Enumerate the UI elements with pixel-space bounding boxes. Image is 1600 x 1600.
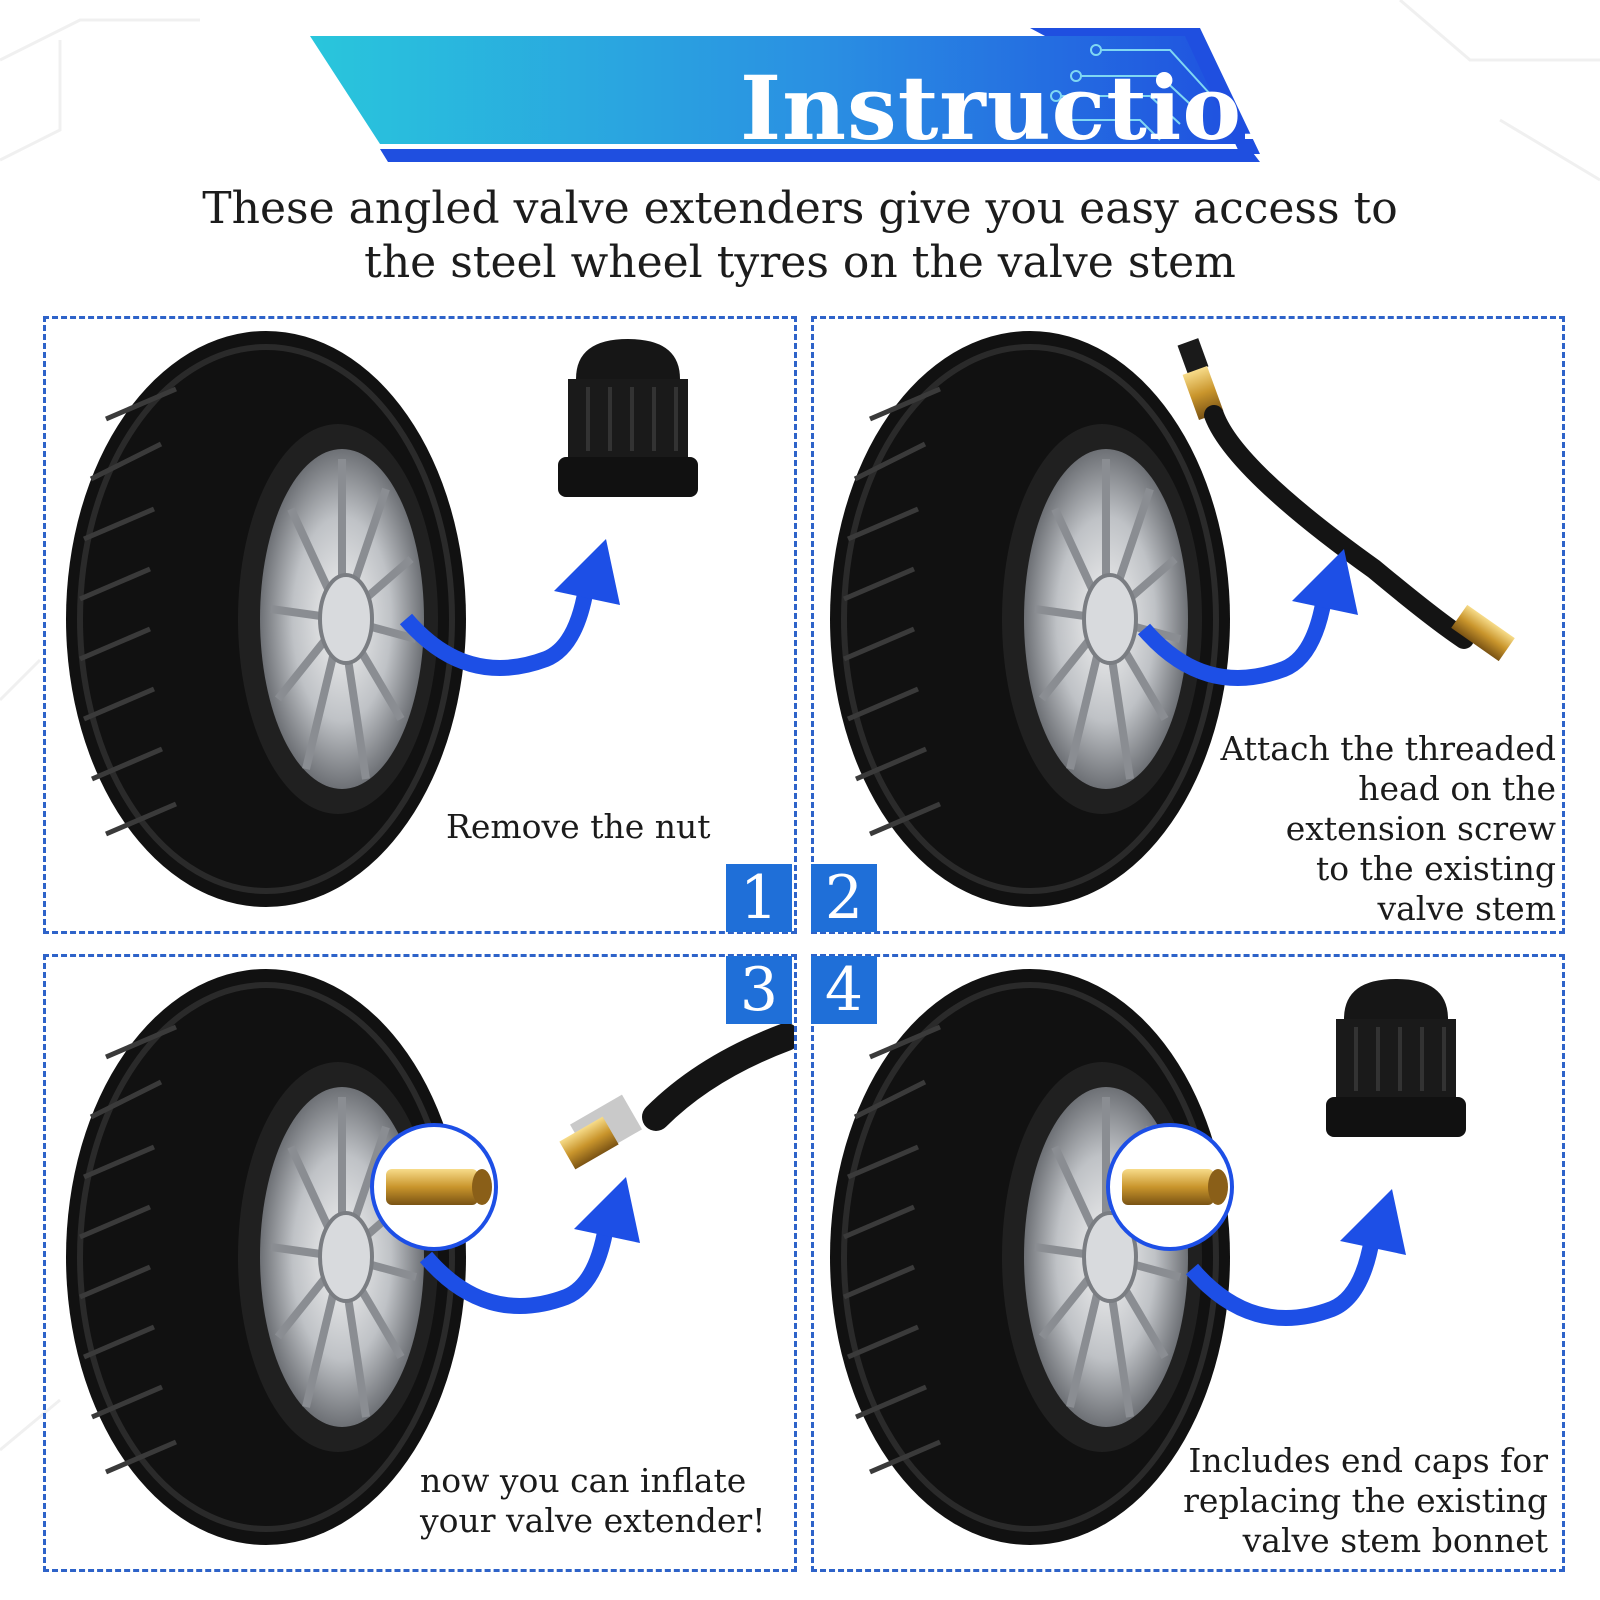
- circuit-decoration: [1050, 44, 1211, 141]
- caption-line: Remove the nut: [446, 807, 711, 846]
- tyre-wheel: [830, 331, 1230, 907]
- subtitle-line: the steel wheel tyres on the valve stem: [364, 237, 1236, 288]
- step-panel-3: now you can inflate your valve extender!: [43, 954, 797, 1572]
- subtitle-line: These angled valve extenders give you ea…: [202, 183, 1398, 234]
- step-number-badge: 1: [726, 864, 792, 932]
- caption-line: Attach the threaded: [1220, 729, 1556, 768]
- step-number-badge: 2: [811, 864, 877, 932]
- step-4-illustration: [814, 957, 1468, 1569]
- caption-line: valve stem bonnet: [1242, 1521, 1548, 1560]
- page-subtitle: These angled valve extenders give you ea…: [100, 182, 1500, 290]
- valve-cap: [1324, 977, 1468, 1139]
- valve-extender-hose: [1177, 338, 1515, 662]
- caption-line: now you can inflate: [420, 1461, 747, 1500]
- step-panel-4: Includes end caps for replacing the exis…: [811, 954, 1565, 1572]
- caption-line: replacing the existing: [1183, 1481, 1548, 1520]
- step-panel-2: Attach the threaded head on the extensio…: [811, 316, 1565, 934]
- step-panel-1: Remove the nut: [43, 316, 797, 934]
- caption-line: your valve extender!: [420, 1501, 766, 1540]
- step-2-caption: Attach the threaded head on the extensio…: [1221, 729, 1556, 929]
- step-number-badge: 4: [811, 956, 877, 1024]
- page-title: Instruction: [740, 56, 1308, 160]
- tyre-wheel: [830, 969, 1230, 1545]
- caption-line: to the existing: [1316, 849, 1556, 888]
- step-3-illustration: [46, 957, 794, 1569]
- step-2-illustration: [814, 319, 1515, 931]
- header-banner: Instruction: [310, 24, 1306, 164]
- caption-line: valve stem: [1377, 889, 1556, 928]
- valve-stem-zoom: [1106, 1123, 1234, 1251]
- tyre-wheel: [66, 969, 466, 1545]
- step-3-caption: now you can inflate your valve extender!: [420, 1461, 765, 1541]
- valve-stem-zoom: [370, 1123, 498, 1251]
- step-1-caption: Remove the nut: [446, 807, 711, 847]
- step-4-caption: Includes end caps for replacing the exis…: [1183, 1441, 1548, 1561]
- air-chuck: [559, 1023, 794, 1170]
- valve-cap: [556, 337, 700, 499]
- caption-line: Includes end caps for: [1188, 1441, 1548, 1480]
- caption-line: extension screw: [1285, 809, 1556, 848]
- step-number-badge: 3: [726, 956, 792, 1024]
- caption-line: head on the: [1358, 769, 1556, 808]
